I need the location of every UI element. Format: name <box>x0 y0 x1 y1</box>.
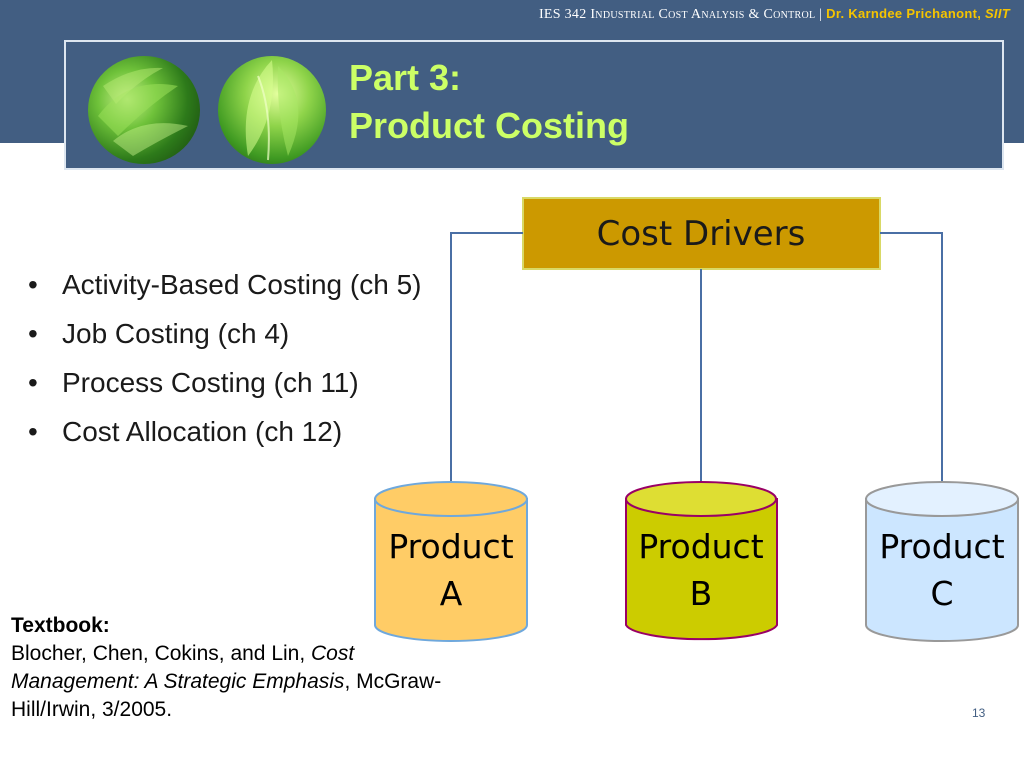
product-b-label-line1: Product <box>638 527 763 566</box>
institute-name: SIIT <box>984 6 1010 21</box>
product-a-label-line1: Product <box>388 527 513 566</box>
product-a-cylinder <box>374 481 528 642</box>
leaf-image-left <box>88 56 200 164</box>
slide-title: Part 3: Product Costing <box>349 54 629 150</box>
textbook-heading: Textbook: <box>11 614 110 637</box>
cost-drivers-box <box>522 197 881 270</box>
title-box: Part 3: Product Costing <box>64 40 1004 170</box>
author-name: Dr. Karndee Prichanont, <box>826 6 982 21</box>
course-name: IES 342 Industrial Cost Analysis & Contr… <box>538 7 816 22</box>
product-b-cylinder <box>625 481 778 641</box>
cost-drivers-label: Cost Drivers <box>597 214 806 254</box>
product-c-label-line2: C <box>930 574 953 613</box>
product-a-label-line2: A <box>440 574 463 613</box>
textbook-title: Cost Management: A Strategic Emphasis <box>11 642 355 693</box>
textbook-publisher: , McGraw-Hill/Irwin, 3/2005. <box>11 670 442 721</box>
list-item: Job Costing (ch 4) <box>28 315 448 352</box>
header-separator: | <box>815 7 827 22</box>
page-number: 13 <box>972 706 986 720</box>
list-item: Process Costing (ch 11) <box>28 364 448 401</box>
title-line-2: Product Costing <box>349 105 629 146</box>
product-c-cylinder <box>865 481 1019 642</box>
title-line-1: Part 3: <box>349 57 462 98</box>
list-item: Activity-Based Costing (ch 5) <box>28 266 448 303</box>
textbook-reference: Textbook: Blocher, Chen, Cokins, and Lin… <box>11 612 451 724</box>
connector-to-product-c <box>880 232 952 507</box>
connector-to-product-a <box>441 232 523 507</box>
product-b-label-line2: B <box>690 574 713 613</box>
product-c-label-line1: Product <box>879 527 1004 566</box>
textbook-authors: Blocher, Chen, Cokins, and Lin, <box>11 642 312 665</box>
course-header: IES 342 Industrial Cost Analysis & Contr… <box>539 6 1010 23</box>
topic-list: Activity-Based Costing (ch 5) Job Costin… <box>28 266 448 462</box>
list-item: Cost Allocation (ch 12) <box>28 413 448 450</box>
leaf-image-right <box>218 56 326 164</box>
